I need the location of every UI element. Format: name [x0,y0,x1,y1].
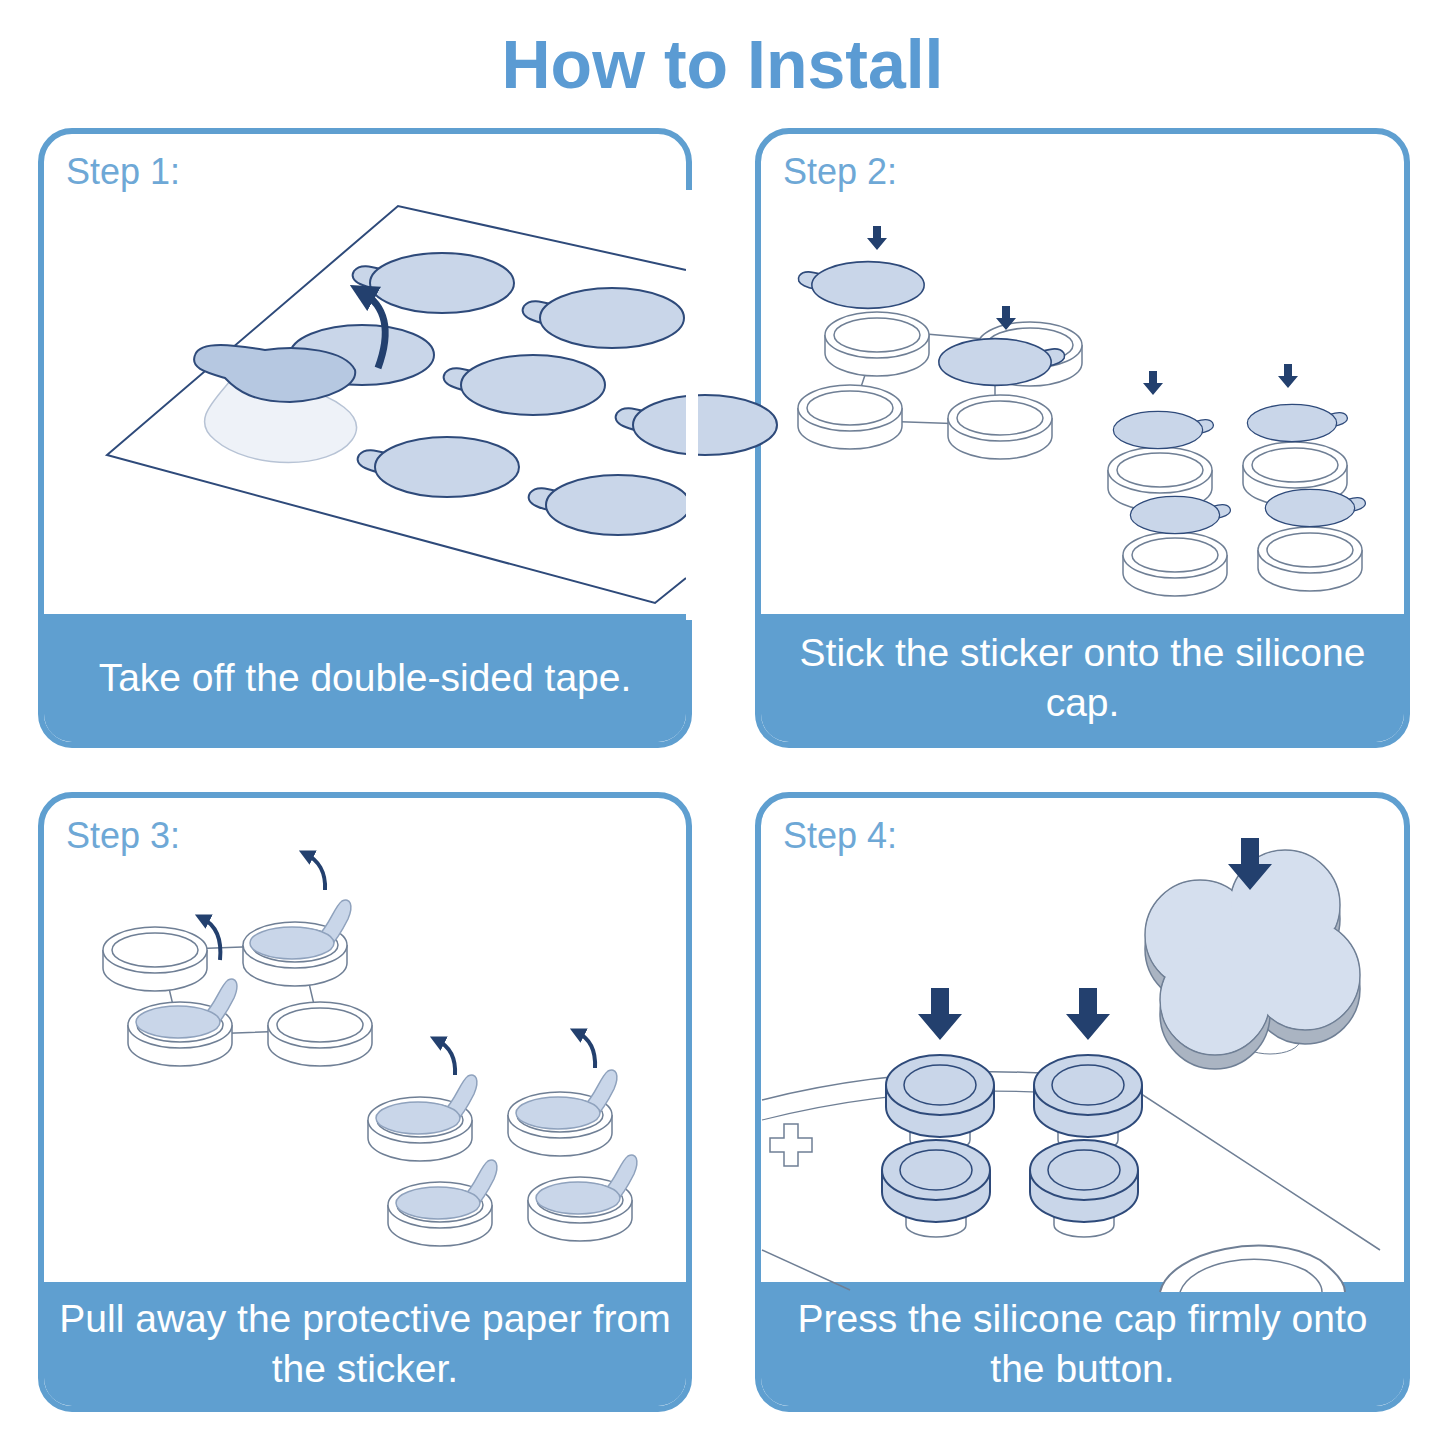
step-caption: Take off the double-sided tape. [85,653,646,703]
caption-band: Pull away the protective paper from the … [44,1282,686,1406]
caption-band: Stick the sticker onto the silicone cap. [761,614,1404,742]
step-caption: Press the silicone cap firmly onto the b… [761,1294,1404,1394]
step-caption: Stick the sticker onto the silicone cap. [761,628,1404,728]
caption-band: Take off the double-sided tape. [44,614,686,742]
caption-band: Press the silicone cap firmly onto the b… [761,1282,1404,1406]
step-panel: Step 3: Pull away the protective paper fr… [38,792,692,1412]
step-label: Step 2: [783,150,897,194]
step-panel: Step 1: Take off the double-sided tape. [38,128,692,748]
step-panel: Step 2: Stick the sticker onto the silico… [755,128,1410,748]
step-label: Step 4: [783,814,897,858]
step-label: Step 1: [66,150,180,194]
step-label: Step 3: [66,814,180,858]
page-title: How to Install [0,22,1445,106]
step-panel: Step 4: Press the silicone cap firmly ont… [755,792,1410,1412]
step-caption: Pull away the protective paper from the … [44,1294,686,1394]
